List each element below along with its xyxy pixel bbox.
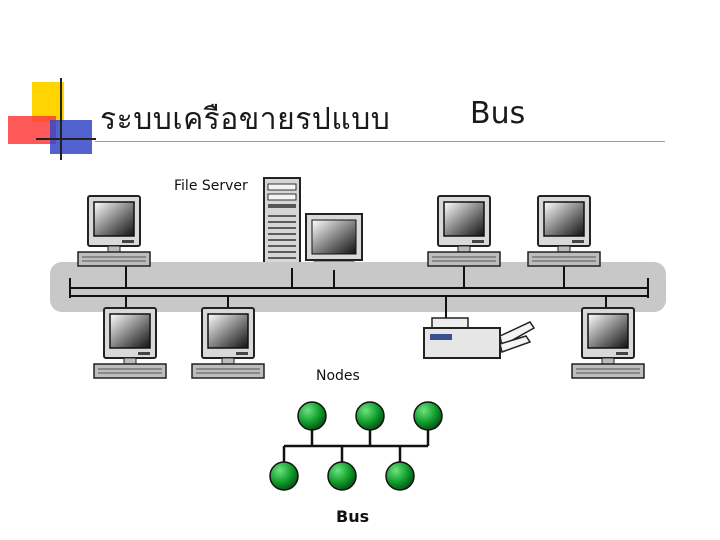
title-decoration	[0, 0, 100, 170]
computer-icon	[527, 195, 601, 267]
node-icon	[385, 461, 415, 491]
yellow-square	[32, 82, 64, 122]
title-underline	[95, 141, 665, 142]
node-icon	[355, 401, 385, 431]
node-icon	[413, 401, 443, 431]
computer-icon	[93, 307, 167, 379]
computer-icon	[427, 195, 501, 267]
computer-icon	[571, 307, 645, 379]
printer-icon	[423, 317, 536, 359]
file-server-label: File Server	[174, 178, 248, 194]
horizontal-line	[36, 138, 96, 140]
nodes-label: Nodes	[316, 368, 360, 384]
computer-icon	[191, 307, 265, 379]
slide-title: ระบบเครือขายรปแบบ	[100, 102, 391, 137]
server-monitor-icon	[305, 213, 363, 271]
slide-title-suffix: Bus	[470, 96, 526, 131]
blue-square	[50, 120, 92, 154]
node-icon	[269, 461, 299, 491]
bus-label: Bus	[336, 507, 369, 526]
node-icon	[297, 401, 327, 431]
computer-icon	[77, 195, 151, 267]
node-icon	[327, 461, 357, 491]
file-server-icon	[263, 177, 301, 269]
vertical-line	[60, 78, 62, 160]
